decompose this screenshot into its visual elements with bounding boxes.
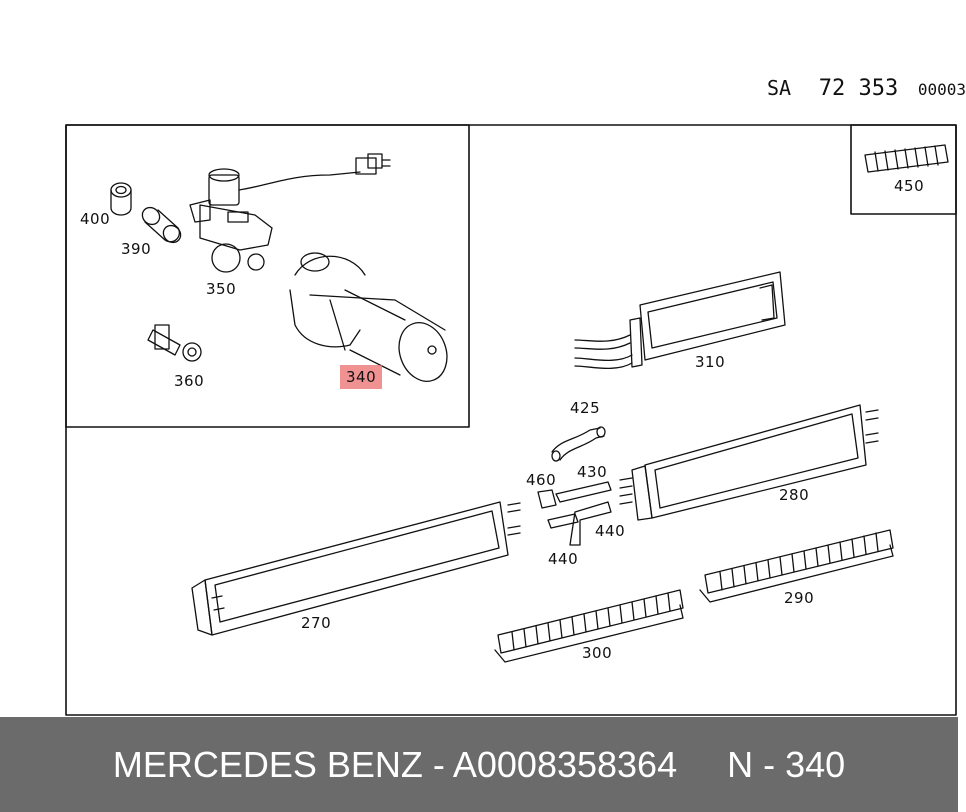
corner-inset-frame: [850, 124, 957, 215]
part-400-sleeve: [110, 182, 132, 216]
callout-310: 310: [695, 353, 726, 371]
callout-460: 460: [526, 471, 557, 489]
callout-425: 425: [570, 399, 601, 417]
part-390-sleeve: [141, 206, 182, 244]
part-340-pump: [289, 252, 448, 382]
callout-360: 360: [174, 372, 205, 390]
callout-450: 450: [894, 177, 925, 195]
callout-400: 400: [80, 210, 111, 228]
reference-suffix: 00003: [917, 80, 966, 99]
reference-number: SA 72 353 00003: [767, 76, 966, 104]
callout-340-highlighted: 340: [340, 365, 383, 389]
callout-280: 280: [779, 486, 810, 504]
part-425-hose: [551, 426, 606, 462]
part-290-heater: [699, 529, 894, 603]
callout-300: 300: [582, 644, 613, 662]
part-270-radiator: [191, 501, 521, 636]
part-350-valve: [189, 153, 391, 273]
part-460-clip: [537, 489, 557, 509]
reference-main: 72 353: [818, 76, 899, 101]
part-440-tubes: [547, 501, 612, 546]
parts-diagram: [65, 124, 957, 716]
callout-440-right: 440: [595, 522, 626, 540]
part-430-tube: [555, 481, 612, 503]
part-310-heat-exchanger: [574, 271, 786, 369]
part-300-heater: [494, 589, 684, 663]
caption-text: MERCEDES BENZ - A0008358364 N - 340: [112, 743, 846, 785]
part-280-radiator: [619, 404, 879, 521]
callout-440-left: 440: [548, 550, 579, 568]
callout-430: 430: [577, 463, 608, 481]
part-450-bellows: [864, 144, 949, 173]
callout-270: 270: [301, 614, 332, 632]
reference-prefix: SA: [767, 76, 792, 100]
callout-390: 390: [121, 240, 152, 258]
caption-banner: MERCEDES BENZ - A0008358364 N - 340: [0, 717, 958, 812]
callout-350: 350: [206, 280, 237, 298]
callout-290: 290: [784, 589, 815, 607]
inset-frame: [65, 124, 470, 428]
part-360-fitting: [147, 324, 202, 362]
